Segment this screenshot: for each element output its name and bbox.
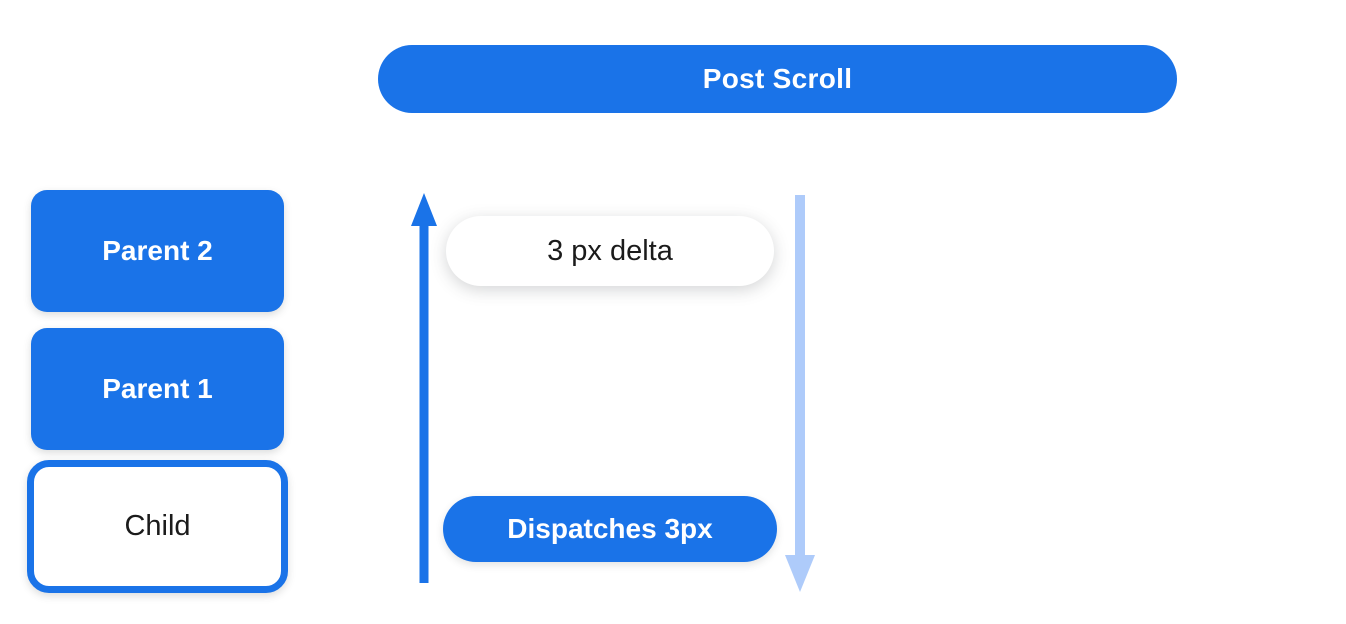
post-scroll-label: Post Scroll (702, 63, 853, 94)
delta-pill-label: 3 px delta (547, 234, 673, 267)
post-scroll-banner: Post Scroll (378, 45, 1177, 113)
parent1-label: Parent 1 (102, 373, 213, 404)
delta-pill: 3 px delta (446, 216, 774, 286)
child-box: Child (27, 460, 288, 593)
parent2-label: Parent 2 (102, 235, 213, 266)
dispatch-pill-label: Dispatches 3px (507, 513, 713, 544)
dispatch-pill: Dispatches 3px (443, 496, 777, 562)
up-arrow-icon (411, 193, 437, 583)
child-label: Child (124, 510, 191, 542)
down-arrow-icon (785, 195, 815, 592)
parent2-box: Parent 2 (31, 190, 284, 312)
parent1-box: Parent 1 (31, 328, 284, 450)
